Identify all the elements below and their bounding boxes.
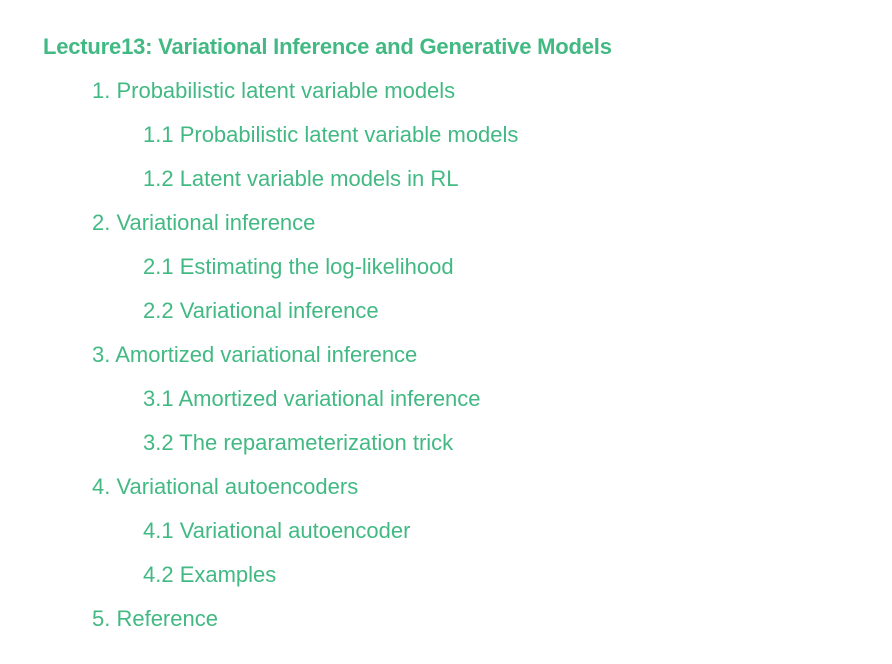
toc-item-section-3[interactable]: 3. Amortized variational inference bbox=[92, 342, 418, 367]
toc-item-section-4-1[interactable]: 4.1 Variational autoencoder bbox=[143, 518, 411, 543]
toc-title-link[interactable]: Lecture13: Variational Inference and Gen… bbox=[43, 34, 612, 59]
toc-item-section-3-2[interactable]: 3.2 The reparameterization trick bbox=[143, 430, 454, 455]
toc-item-section-1[interactable]: 1. Probabilistic latent variable models bbox=[92, 78, 456, 103]
toc-item-section-1-1[interactable]: 1.1 Probabilistic latent variable models bbox=[143, 122, 519, 147]
toc-item-section-4[interactable]: 4. Variational autoencoders bbox=[92, 474, 359, 499]
toc-item-section-2-1[interactable]: 2.1 Estimating the log-likelihood bbox=[143, 254, 454, 279]
toc-item-section-3-1[interactable]: 3.1 Amortized variational inference bbox=[143, 386, 481, 411]
toc-item-section-2[interactable]: 2. Variational inference bbox=[92, 210, 316, 235]
toc-item-section-5[interactable]: 5. Reference bbox=[92, 606, 218, 631]
toc-item-section-4-2[interactable]: 4.2 Examples bbox=[143, 562, 277, 587]
toc-item-section-1-2[interactable]: 1.2 Latent variable models in RL bbox=[143, 166, 459, 191]
toc-item-section-2-2[interactable]: 2.2 Variational inference bbox=[143, 298, 379, 323]
